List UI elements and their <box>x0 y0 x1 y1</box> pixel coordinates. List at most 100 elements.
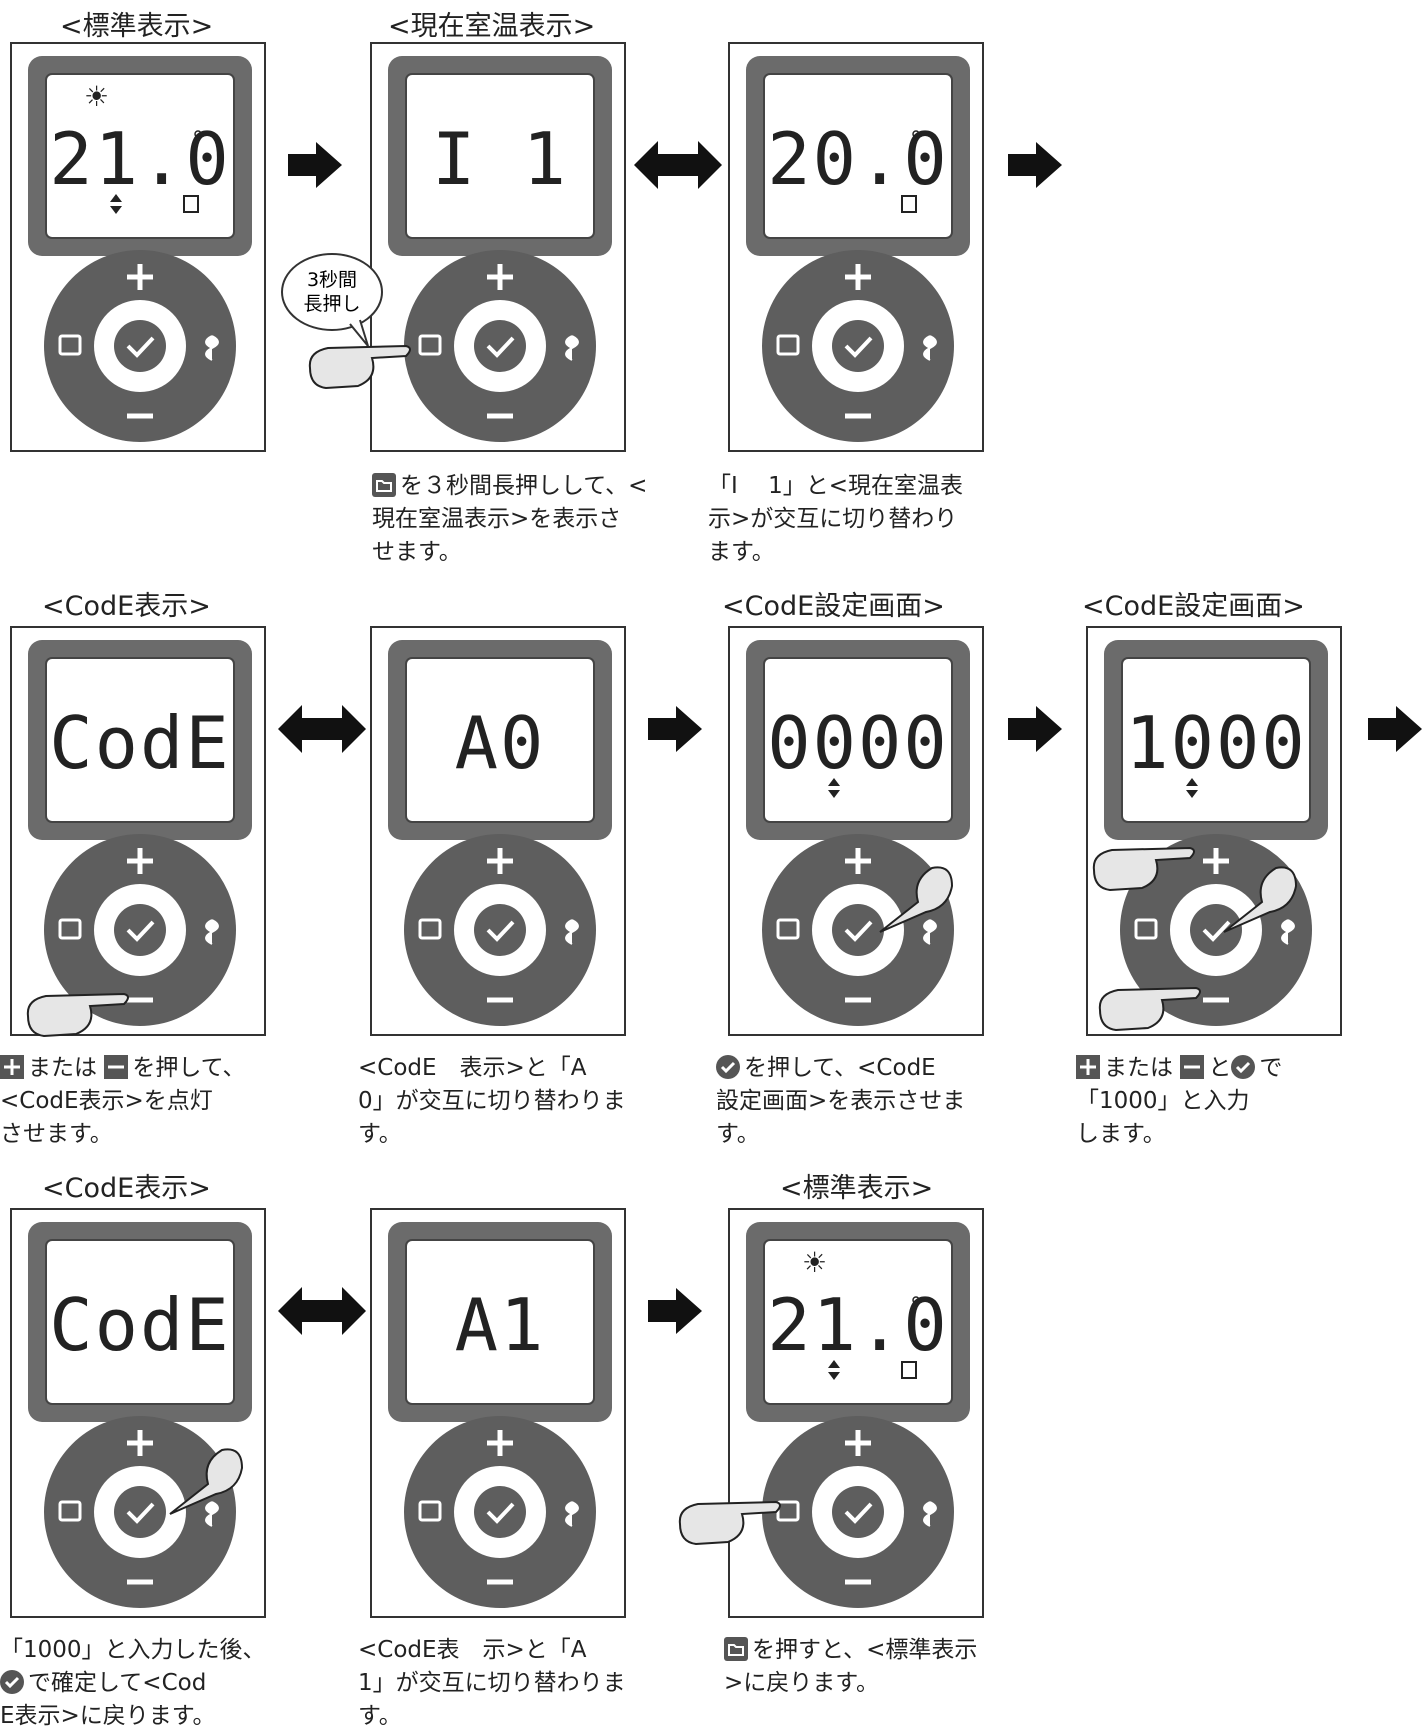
double-arrow-icon <box>278 1287 366 1335</box>
plus-icon <box>845 1430 871 1456</box>
plus-icon <box>487 848 513 874</box>
controller-panel-code-2: CodE <box>10 1208 266 1618</box>
lcd-screen <box>405 73 595 239</box>
degree-icon <box>912 130 920 138</box>
speech-bubble: 3秒間 長押し <box>281 253 383 347</box>
hand-pointer-icon <box>308 344 411 390</box>
fan-icon <box>1281 919 1295 945</box>
check-icon <box>1231 1055 1256 1079</box>
controller-graphic: A1 <box>388 1222 612 1608</box>
right-arrow-icon <box>648 706 702 752</box>
title-code-setting-2: <CodE設定画面> <box>1082 591 1305 622</box>
up-arrow-icon <box>828 1360 840 1368</box>
caption-confirm-return-code: 「1000」と入力した後、 で確定して<Cod E表示>に戻ります。 <box>0 1634 292 1733</box>
check-icon <box>126 336 155 358</box>
lcd-readout: A1 <box>455 1283 546 1367</box>
up-arrow-icon <box>1186 778 1198 786</box>
caption-line: を押して、 <box>132 1055 246 1081</box>
confirm-button <box>114 1486 166 1538</box>
confirm-button <box>832 1486 884 1538</box>
caption-return-standard: を押すと、<標準表示 >に戻ります。 <box>724 1634 1016 1700</box>
folder-icon <box>372 473 396 497</box>
plus-icon <box>845 848 871 874</box>
bubble-line-1: 3秒間 <box>307 269 357 291</box>
caption-line: と <box>1208 1055 1232 1081</box>
up-arrow-icon <box>110 194 122 202</box>
right-arrow-icon <box>288 142 342 188</box>
fan-icon <box>923 919 937 945</box>
title-standard-display-1: <標準表示> <box>60 11 214 42</box>
title-room-temp-display: <現在室温表示> <box>388 11 596 42</box>
check-icon <box>844 336 873 358</box>
confirm-button <box>474 320 526 372</box>
caption-line: 1」が交互に切り替わりま <box>358 1670 626 1696</box>
check-icon <box>1202 920 1231 942</box>
caption-line: 「1000」と入力した後、 <box>0 1637 266 1663</box>
title-code-display-2: <CodE表示> <box>42 1173 211 1204</box>
check-icon <box>486 336 515 358</box>
lcd-readout: 0000 <box>767 701 948 785</box>
check-icon <box>0 1670 24 1694</box>
hand-pointer-icon <box>1098 986 1201 1032</box>
controller-panel-code-1000: 1000 <box>1086 626 1342 1036</box>
hand-pointer-icon <box>678 1500 781 1546</box>
confirm-button <box>832 904 884 956</box>
folder-icon <box>418 334 442 356</box>
lcd-readout: 21.0 <box>767 1283 948 1367</box>
plus-icon <box>487 264 513 290</box>
caption-line: させます。 <box>0 1121 113 1147</box>
confirm-button <box>1190 904 1242 956</box>
caption-line: 「I 1」と<現在室温表 <box>708 473 963 499</box>
fan-icon <box>923 335 937 361</box>
fan-icon <box>923 1501 937 1527</box>
hand-pointer-icon <box>879 866 954 933</box>
caption-enter-1000: または とで 「1000」と入力 します。 <box>1076 1052 1368 1151</box>
lcd-screen <box>1121 657 1311 823</box>
down-arrow-icon <box>1186 790 1198 798</box>
right-arrow-icon <box>1368 706 1422 752</box>
controller-panel-code-1: CodE <box>10 626 266 1036</box>
check-icon <box>844 920 873 942</box>
confirm-button <box>114 904 166 956</box>
house-icon <box>901 1361 917 1379</box>
caption-line: を押して、<CodE <box>744 1055 936 1081</box>
degree-icon <box>912 1296 920 1304</box>
confirm-button <box>832 320 884 372</box>
folder-icon <box>776 334 800 356</box>
caption-press-plus-minus: または を押して、 <CodE表示>を点灯 させます。 <box>0 1052 292 1151</box>
caption-line: で <box>1259 1055 1283 1081</box>
check-icon <box>126 1502 155 1524</box>
caption-line: 0」が交互に切り替わりま <box>358 1088 626 1114</box>
plus-icon <box>0 1055 24 1079</box>
caption-line: で確定して<Cod <box>28 1670 207 1696</box>
confirm-button <box>114 320 166 372</box>
folder-icon <box>724 1637 748 1661</box>
double-arrow-icon <box>278 705 366 753</box>
down-arrow-icon <box>828 1372 840 1380</box>
folder-icon <box>776 918 800 940</box>
hand-pointer-icon <box>1092 846 1195 892</box>
fan-icon <box>205 335 219 361</box>
caption-line: または <box>1104 1055 1173 1081</box>
caption-line: ます。 <box>708 539 775 565</box>
house-icon <box>901 195 917 213</box>
confirm-button <box>474 904 526 956</box>
check-icon <box>486 920 515 942</box>
house-icon <box>183 195 199 213</box>
controller-graphic: CodE <box>28 1222 252 1608</box>
lcd-readout: CodE <box>49 1283 230 1367</box>
controller-graphic: 21.0☀ <box>28 56 252 442</box>
caption-line: E表示>に戻ります。 <box>0 1703 216 1729</box>
lcd-screen <box>405 657 595 823</box>
hand-pointer-icon <box>1223 866 1298 933</box>
minus-icon <box>104 1055 129 1079</box>
caption-line: す。 <box>358 1121 402 1147</box>
controller-panel-standard-2: 21.0☀ <box>728 1208 984 1618</box>
double-arrow-icon <box>634 141 722 189</box>
check-icon <box>716 1055 740 1079</box>
plus-icon <box>127 848 153 874</box>
caption-line: せます。 <box>372 539 462 565</box>
controller-panel-a0: A0 <box>370 626 626 1036</box>
fan-icon <box>565 335 579 361</box>
caption-line: 「1000」と入力 <box>1076 1088 1250 1114</box>
